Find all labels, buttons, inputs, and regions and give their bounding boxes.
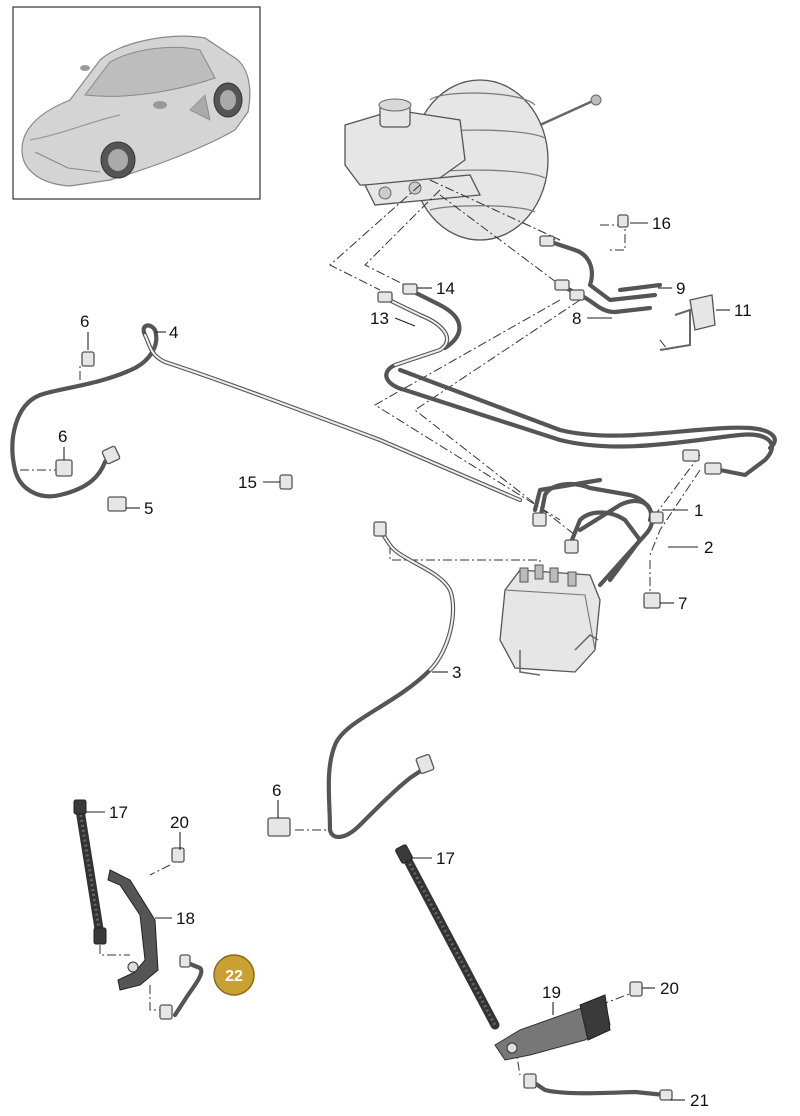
brake-hose-17-right — [395, 844, 500, 1030]
callout-17-right: 17 — [436, 849, 455, 868]
badge-22-label: 22 — [225, 968, 243, 985]
callout-4: 4 — [169, 323, 178, 342]
callout-1: 1 — [694, 501, 703, 520]
highlight-badge-22[interactable]: 22 — [213, 954, 255, 996]
callout-leaders — [63, 222, 730, 1101]
bolt-20-left — [171, 847, 185, 863]
small-parts — [55, 214, 716, 837]
callout-7: 7 — [678, 594, 687, 613]
callout-3: 3 — [452, 663, 461, 682]
callout-15: 15 — [238, 473, 257, 492]
callout-labels: 1 2 3 4 5 6 6 6 7 8 9 11 13 14 15 16 17 … — [58, 214, 752, 1110]
callout-21: 21 — [690, 1091, 709, 1110]
callout-6-low: 6 — [272, 781, 281, 800]
bolt-20-right — [629, 981, 643, 997]
brake-pipe-4 — [10, 323, 523, 503]
car-thumbnail-icon — [21, 35, 251, 187]
callout-6-top: 6 — [80, 312, 89, 331]
callout-20-right: 20 — [660, 979, 679, 998]
callout-6-mid: 6 — [58, 427, 67, 446]
dash-leaders — [20, 179, 701, 1076]
callout-11: 11 — [734, 301, 752, 320]
brake-pipe-3 — [326, 521, 456, 839]
callout-16: 16 — [652, 214, 671, 233]
callout-2: 2 — [704, 538, 713, 557]
brake-hose-17-left — [73, 799, 107, 945]
brake-pipe-22 — [159, 954, 204, 1020]
callout-17-left: 17 — [109, 803, 128, 822]
bracket-19 — [494, 994, 611, 1061]
callout-5: 5 — [144, 499, 153, 518]
callout-14: 14 — [436, 279, 455, 298]
brake-pipes-abs — [532, 477, 664, 588]
callout-9: 9 — [676, 279, 685, 298]
car-thumbnail — [12, 6, 261, 200]
callout-13: 13 — [370, 309, 389, 328]
callout-8: 8 — [572, 309, 581, 328]
callout-18: 18 — [176, 909, 195, 928]
bracket-18 — [107, 869, 159, 991]
callout-19: 19 — [542, 983, 561, 1002]
master-cylinder — [344, 98, 482, 206]
abs-hydraulic-unit — [499, 564, 601, 676]
brake-pipe-21 — [523, 1073, 673, 1101]
brake-pipes-upper — [377, 235, 777, 478]
callout-20-left: 20 — [170, 813, 189, 832]
